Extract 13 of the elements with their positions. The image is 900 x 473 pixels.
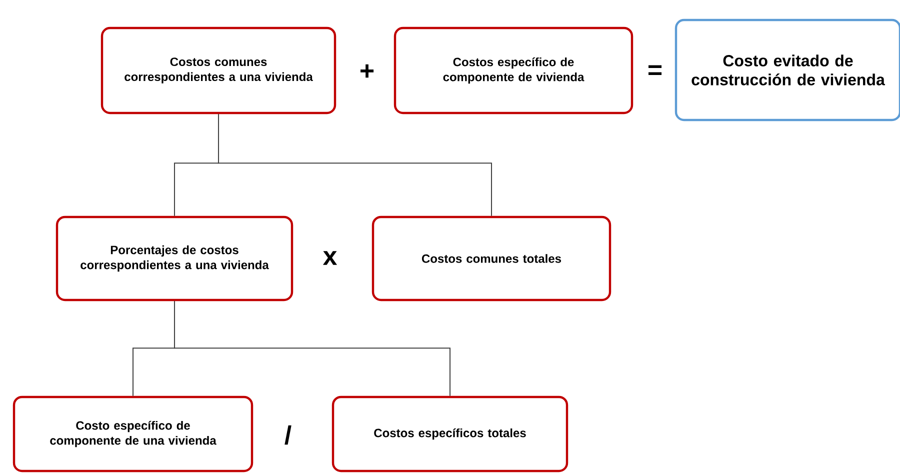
operator-sign: / xyxy=(284,425,292,445)
text-box: Costo específico de componente de una vivienda xyxy=(12,396,254,472)
operator-sign: = xyxy=(648,65,662,76)
operator-sign: + xyxy=(360,64,374,78)
text-box: Porcentajes de costos correspondientes a una vivienda xyxy=(56,216,294,302)
connector-line xyxy=(174,300,450,396)
text-box: Costos específicos totales xyxy=(332,396,568,472)
text-box: Costos comunes totales xyxy=(372,216,612,302)
operator-sign: x xyxy=(322,251,338,265)
text-box: Costo evitado de construcción de vivienda xyxy=(674,18,900,122)
text-box: Costos específico de componente de vivienda xyxy=(394,26,634,114)
connector-line xyxy=(218,114,492,216)
text-box: Costos comunes correspondientes a una vivienda xyxy=(100,26,336,114)
